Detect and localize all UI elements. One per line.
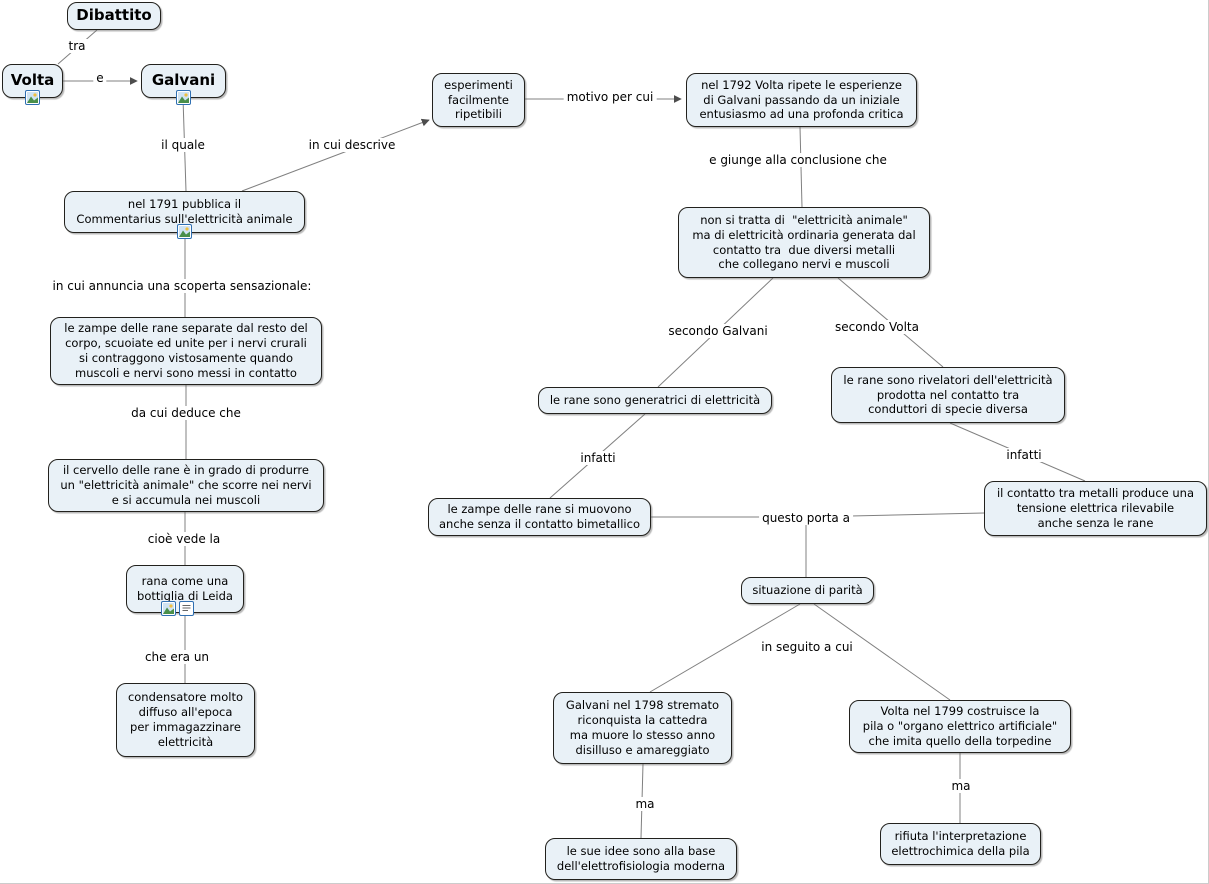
link-phrase-e[interactable]: e (93, 71, 107, 85)
image-resource-icon[interactable] (176, 90, 191, 105)
concept-node-contatto-metalli[interactable]: il contatto tra metalli produce una tens… (984, 481, 1207, 536)
image-resource-icon[interactable] (177, 224, 192, 239)
concept-node-label: Dibattito (76, 6, 152, 25)
link-phrase-che-era-un[interactable]: che era un (141, 650, 213, 664)
concept-node-rane-generatrici[interactable]: le rane sono generatrici di elettricità (538, 387, 772, 414)
concept-node-label: Galvani (151, 71, 216, 90)
link-phrase-tra[interactable]: tra (65, 39, 89, 53)
image-glyph (178, 92, 189, 103)
concept-node-nel1792[interactable]: nel 1792 Volta ripete le esperienze di G… (686, 73, 917, 127)
concept-node-rifiuta[interactable]: rifiuta l'interpretazione elettrochimica… (880, 823, 1041, 865)
image-glyph (163, 603, 174, 614)
concept-node-situazione-parita[interactable]: situazione di parità (741, 577, 874, 604)
concept-node-galvani-1798[interactable]: Galvani nel 1798 stremato riconquista la… (553, 692, 732, 764)
concept-node-label: rifiuta l'interpretazione elettrochimica… (891, 829, 1030, 858)
link-phrase-infatti-dx[interactable]: infatti (1003, 448, 1045, 462)
text-resource-icon[interactable] (179, 601, 194, 616)
concept-node-label: le rane sono generatrici di elettricità (549, 393, 761, 408)
link-phrase-il-quale[interactable]: il quale (158, 138, 208, 152)
concept-node-volta-1799[interactable]: Volta nel 1799 costruisce la pila o "org… (849, 700, 1071, 753)
concept-node-label: il cervello delle rane è in grado di pro… (60, 463, 312, 507)
concept-node-label: rana come una bottiglia di Leida (137, 574, 233, 603)
concept-node-condensatore[interactable]: condensatore molto diffuso all'epoca per… (116, 683, 255, 757)
concept-node-label: le sue idee sono alla base dell'elettrof… (556, 844, 726, 873)
concept-node-label: Volta nel 1799 costruisce la pila o "org… (862, 704, 1058, 748)
link-phrase-ma-dx[interactable]: ma (948, 779, 974, 793)
link-phrase-infatti-sx[interactable]: infatti (577, 451, 619, 465)
concept-node-rane-rivelatori[interactable]: le rane sono rivelatori dell'elettricità… (831, 367, 1065, 423)
edge-situazione-volta1799 (813, 603, 951, 701)
image-glyph (179, 226, 190, 237)
link-phrase-in-seguito-a-cui[interactable]: in seguito a cui (758, 640, 856, 654)
concept-node-label: le rane sono rivelatori dell'elettricità… (843, 372, 1053, 417)
concept-node-label: le zampe delle rane separate dal resto d… (64, 321, 308, 380)
link-phrase-da-cui-deduce[interactable]: da cui deduce che (128, 406, 244, 420)
concept-node-label: Volta (10, 71, 55, 90)
image-resource-icon[interactable] (25, 90, 40, 105)
concept-node-zampe-separate[interactable]: le zampe delle rane separate dal resto d… (50, 317, 322, 385)
concept-node-label: il contatto tra metalli produce una tens… (996, 486, 1195, 530)
concept-node-label: situazione di parità (752, 583, 863, 598)
concept-node-label: esperimenti facilmente ripetibili (444, 77, 513, 122)
concept-node-esperimenti[interactable]: esperimenti facilmente ripetibili (432, 73, 525, 127)
image-glyph (27, 92, 38, 103)
link-phrase-ma-sx[interactable]: ma (632, 797, 658, 811)
edge-situazione-galvani1798 (649, 603, 801, 693)
edge-nel1792-nonsitratta (799, 126, 803, 208)
concept-node-dibattito[interactable]: Dibattito (67, 2, 161, 30)
concept-node-label: nel 1792 Volta ripete le esperienze di G… (699, 77, 904, 122)
link-phrase-motivo-per-cui[interactable]: motivo per cui (563, 90, 657, 104)
concept-node-label: nel 1791 pubblica il Commentarius sull'e… (76, 197, 293, 226)
link-phrase-secondo-galvani[interactable]: secondo Galvani (665, 324, 771, 338)
concept-node-idee[interactable]: le sue idee sono alla base dell'elettrof… (545, 838, 737, 880)
link-phrase-secondo-volta[interactable]: secondo Volta (832, 320, 922, 334)
link-phrase-e-giunge[interactable]: e giunge alla conclusione che (706, 153, 890, 167)
document-glyph (181, 603, 192, 614)
concept-node-label: Galvani nel 1798 stremato riconquista la… (565, 698, 720, 757)
link-phrase-cioe-vede-la[interactable]: cioè vede la (144, 532, 224, 546)
link-phrase-questo-porta-a[interactable]: questo porta a (759, 511, 853, 525)
concept-node-label: le zampe delle rane si muovono anche sen… (438, 502, 640, 531)
concept-node-zampe-muovono[interactable]: le zampe delle rane si muovono anche sen… (428, 498, 651, 536)
link-phrase-in-cui-descrive[interactable]: in cui descrive (305, 138, 399, 152)
link-phrase-in-cui-annuncia[interactable]: in cui annuncia una scoperta sensazional… (49, 279, 315, 293)
image-resource-icon[interactable] (161, 601, 176, 616)
concept-node-non-si-tratta[interactable]: non si tratta di "elettricità animale" m… (678, 207, 930, 278)
concept-node-label: non si tratta di "elettricità animale" m… (692, 212, 916, 272)
concept-node-label: condensatore molto diffuso all'epoca per… (127, 690, 244, 749)
edge-nel1791-esperimenti (241, 118, 430, 192)
concept-node-cervello[interactable]: il cervello delle rane è in grado di pro… (48, 459, 324, 512)
